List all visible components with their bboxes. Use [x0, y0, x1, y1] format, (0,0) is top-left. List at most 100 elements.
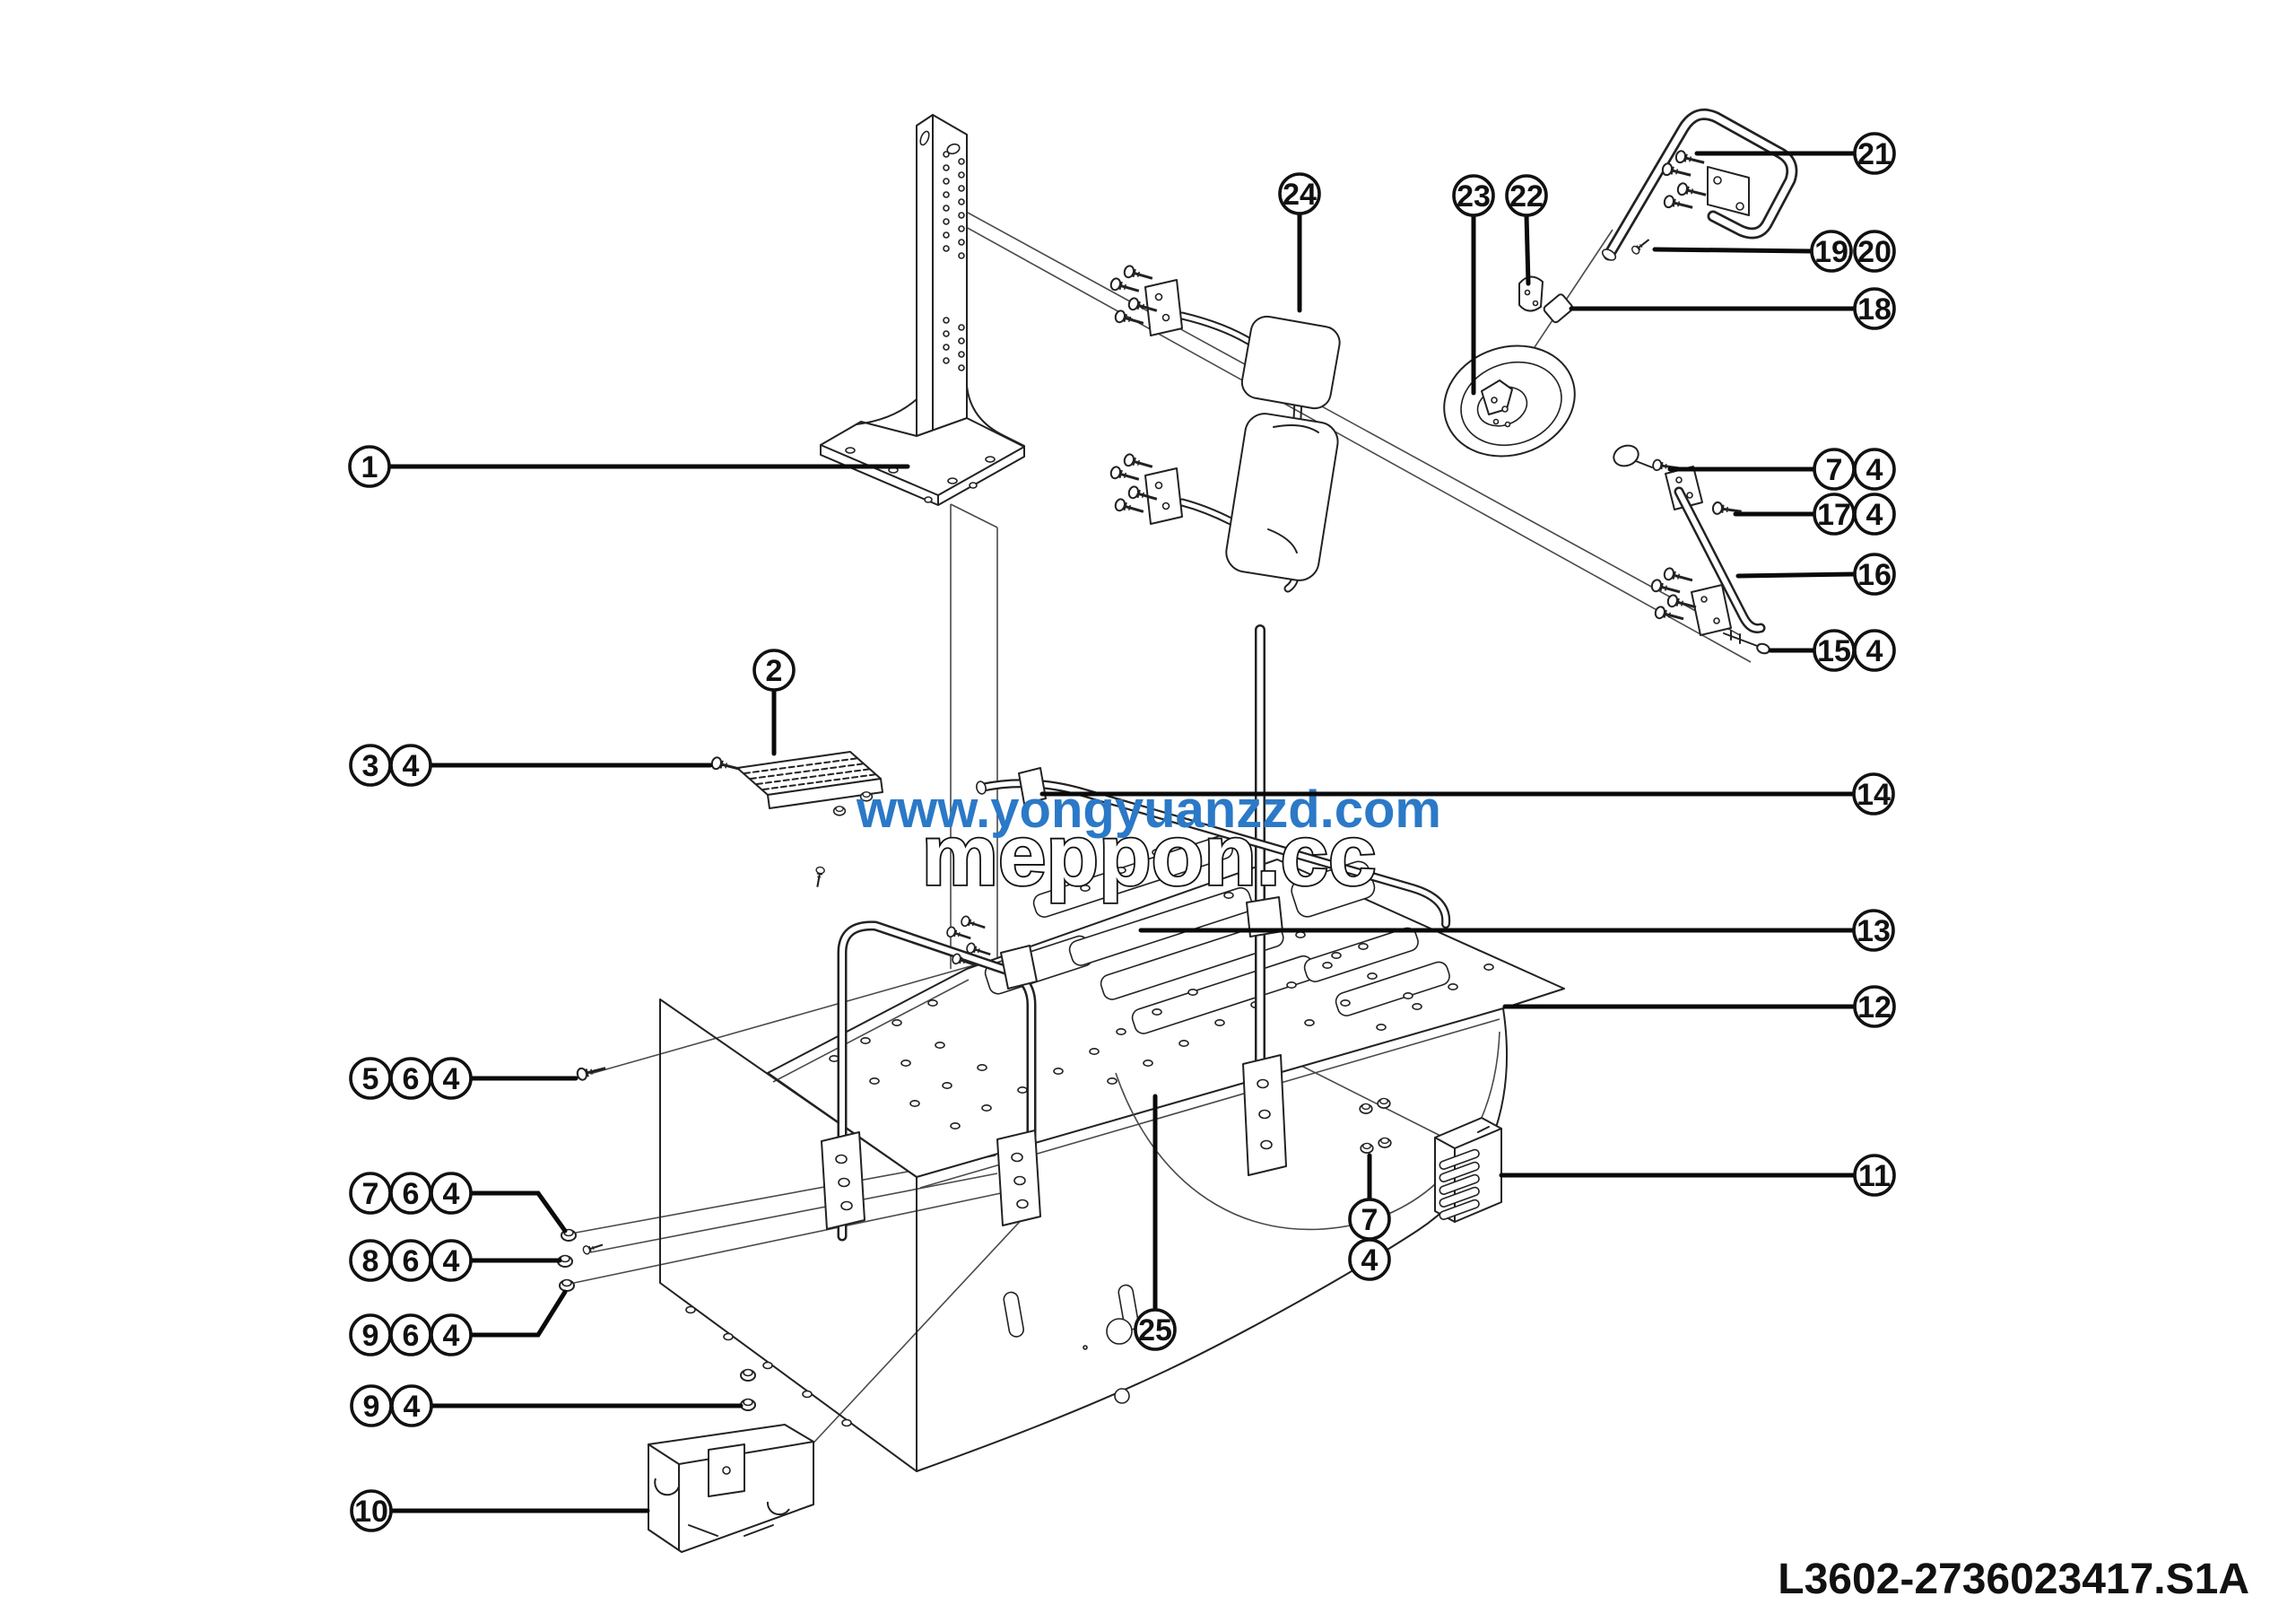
- deck-hole: [950, 1122, 961, 1130]
- callout-number: 4: [1866, 453, 1883, 487]
- deck-hole: [1403, 992, 1413, 1000]
- deck-hole: [891, 1019, 902, 1027]
- rear-panel: [950, 503, 998, 983]
- deck-hole: [1376, 1024, 1387, 1032]
- deck-hole: [935, 1042, 945, 1050]
- deck-hole: [1340, 999, 1351, 1007]
- callout-number: 6: [403, 1062, 420, 1096]
- callout-13: 13: [1852, 909, 1895, 952]
- callout-11: 11: [1853, 1154, 1896, 1197]
- callout-number: 6: [403, 1177, 420, 1211]
- callout-number: 7: [362, 1177, 379, 1211]
- deck-hole: [1322, 962, 1333, 970]
- callout-circle-14: [1852, 772, 1895, 815]
- deck-recesses: [984, 834, 1450, 1034]
- callout-number: 17: [1817, 498, 1851, 532]
- set-screw-19-20: [1630, 235, 1653, 257]
- leader-line: [1652, 247, 1814, 254]
- callout-number: 4: [403, 749, 420, 783]
- construction-line: [589, 957, 1000, 1075]
- callout-circle-19: [1810, 230, 1853, 273]
- deck-hole: [860, 1037, 871, 1045]
- platform-deck: [659, 834, 1565, 1472]
- callout-number: 16: [1857, 558, 1892, 592]
- callout-number: 24: [1283, 178, 1317, 212]
- grille-block: [1434, 1117, 1502, 1223]
- leader-line: [1524, 213, 1531, 286]
- callout-21: 21: [1853, 132, 1896, 175]
- construction-line: [947, 216, 1752, 663]
- construction-line: [573, 1192, 1002, 1284]
- deck-hole: [977, 1064, 987, 1072]
- callout-circle-4: [389, 744, 432, 787]
- step-plate: [709, 751, 883, 889]
- callout-number: 11: [1858, 1159, 1891, 1193]
- deck-hole: [1089, 1048, 1100, 1056]
- callout-18: 18: [1853, 287, 1896, 330]
- callout-number: 5: [362, 1062, 379, 1096]
- deck-hole: [1152, 1008, 1162, 1016]
- callout-2: 2: [752, 649, 796, 692]
- mast-bracket: [820, 114, 1025, 506]
- construction-line: [589, 1173, 998, 1253]
- leader-line: [468, 1190, 568, 1234]
- deck-hole: [1412, 1003, 1422, 1011]
- callout-number: 7: [1826, 453, 1843, 487]
- deck-hole: [927, 999, 938, 1007]
- callout-number: 12: [1857, 990, 1892, 1025]
- mirror-clamp: [1518, 275, 1544, 312]
- callout-circle-4: [430, 1239, 473, 1282]
- callout-circle-16: [1853, 553, 1896, 596]
- leader-line: [1735, 571, 1857, 579]
- callout-number: 6: [403, 1319, 420, 1353]
- construction-lines: [573, 201, 1752, 1452]
- watermark-brand-text: meppon.cc: [922, 807, 1377, 903]
- callout-number: 21: [1857, 137, 1892, 171]
- callout-number: 4: [443, 1062, 460, 1096]
- mast-holes: [943, 151, 965, 371]
- deck-hole: [1483, 964, 1494, 972]
- deck-hole: [1448, 983, 1458, 991]
- callout-22: 22: [1505, 174, 1548, 217]
- spacer-collar: [1543, 293, 1574, 324]
- leader-line: [468, 1289, 568, 1338]
- callout-circle-4: [1853, 629, 1896, 672]
- callout-number: 4: [443, 1244, 460, 1278]
- callout-24: 24: [1278, 172, 1321, 215]
- handrails: [821, 624, 1451, 1242]
- callout-number: 13: [1857, 914, 1891, 948]
- deck-hole: [1295, 931, 1306, 939]
- deck-hole: [981, 1104, 992, 1112]
- handle-bar: [1601, 109, 1798, 261]
- callout-circle-4: [1853, 493, 1896, 536]
- callout-circle-18: [1853, 287, 1896, 330]
- convex-mirror: [1443, 275, 1576, 458]
- deck-hole: [1116, 1028, 1126, 1036]
- callout-number: 19: [1814, 235, 1848, 269]
- deck-hole: [1286, 981, 1297, 990]
- callout-number: 20: [1857, 235, 1892, 269]
- callout-circle-11: [1853, 1154, 1896, 1197]
- mirror-assembly: [1108, 263, 1341, 593]
- callout-number: 10: [354, 1495, 388, 1529]
- callout-circle-13: [1852, 909, 1895, 952]
- callout-circle-21: [1853, 132, 1896, 175]
- mirror-bracket-upper: [1108, 263, 1183, 336]
- callout-23: 23: [1452, 174, 1495, 217]
- drawing-layer: [557, 109, 1798, 1553]
- deck-hole: [1080, 884, 1091, 892]
- callout-number: 22: [1509, 179, 1544, 214]
- deck-hole: [1143, 1060, 1153, 1068]
- callout-circle-22: [1505, 174, 1548, 217]
- deck-hole: [1178, 1040, 1189, 1048]
